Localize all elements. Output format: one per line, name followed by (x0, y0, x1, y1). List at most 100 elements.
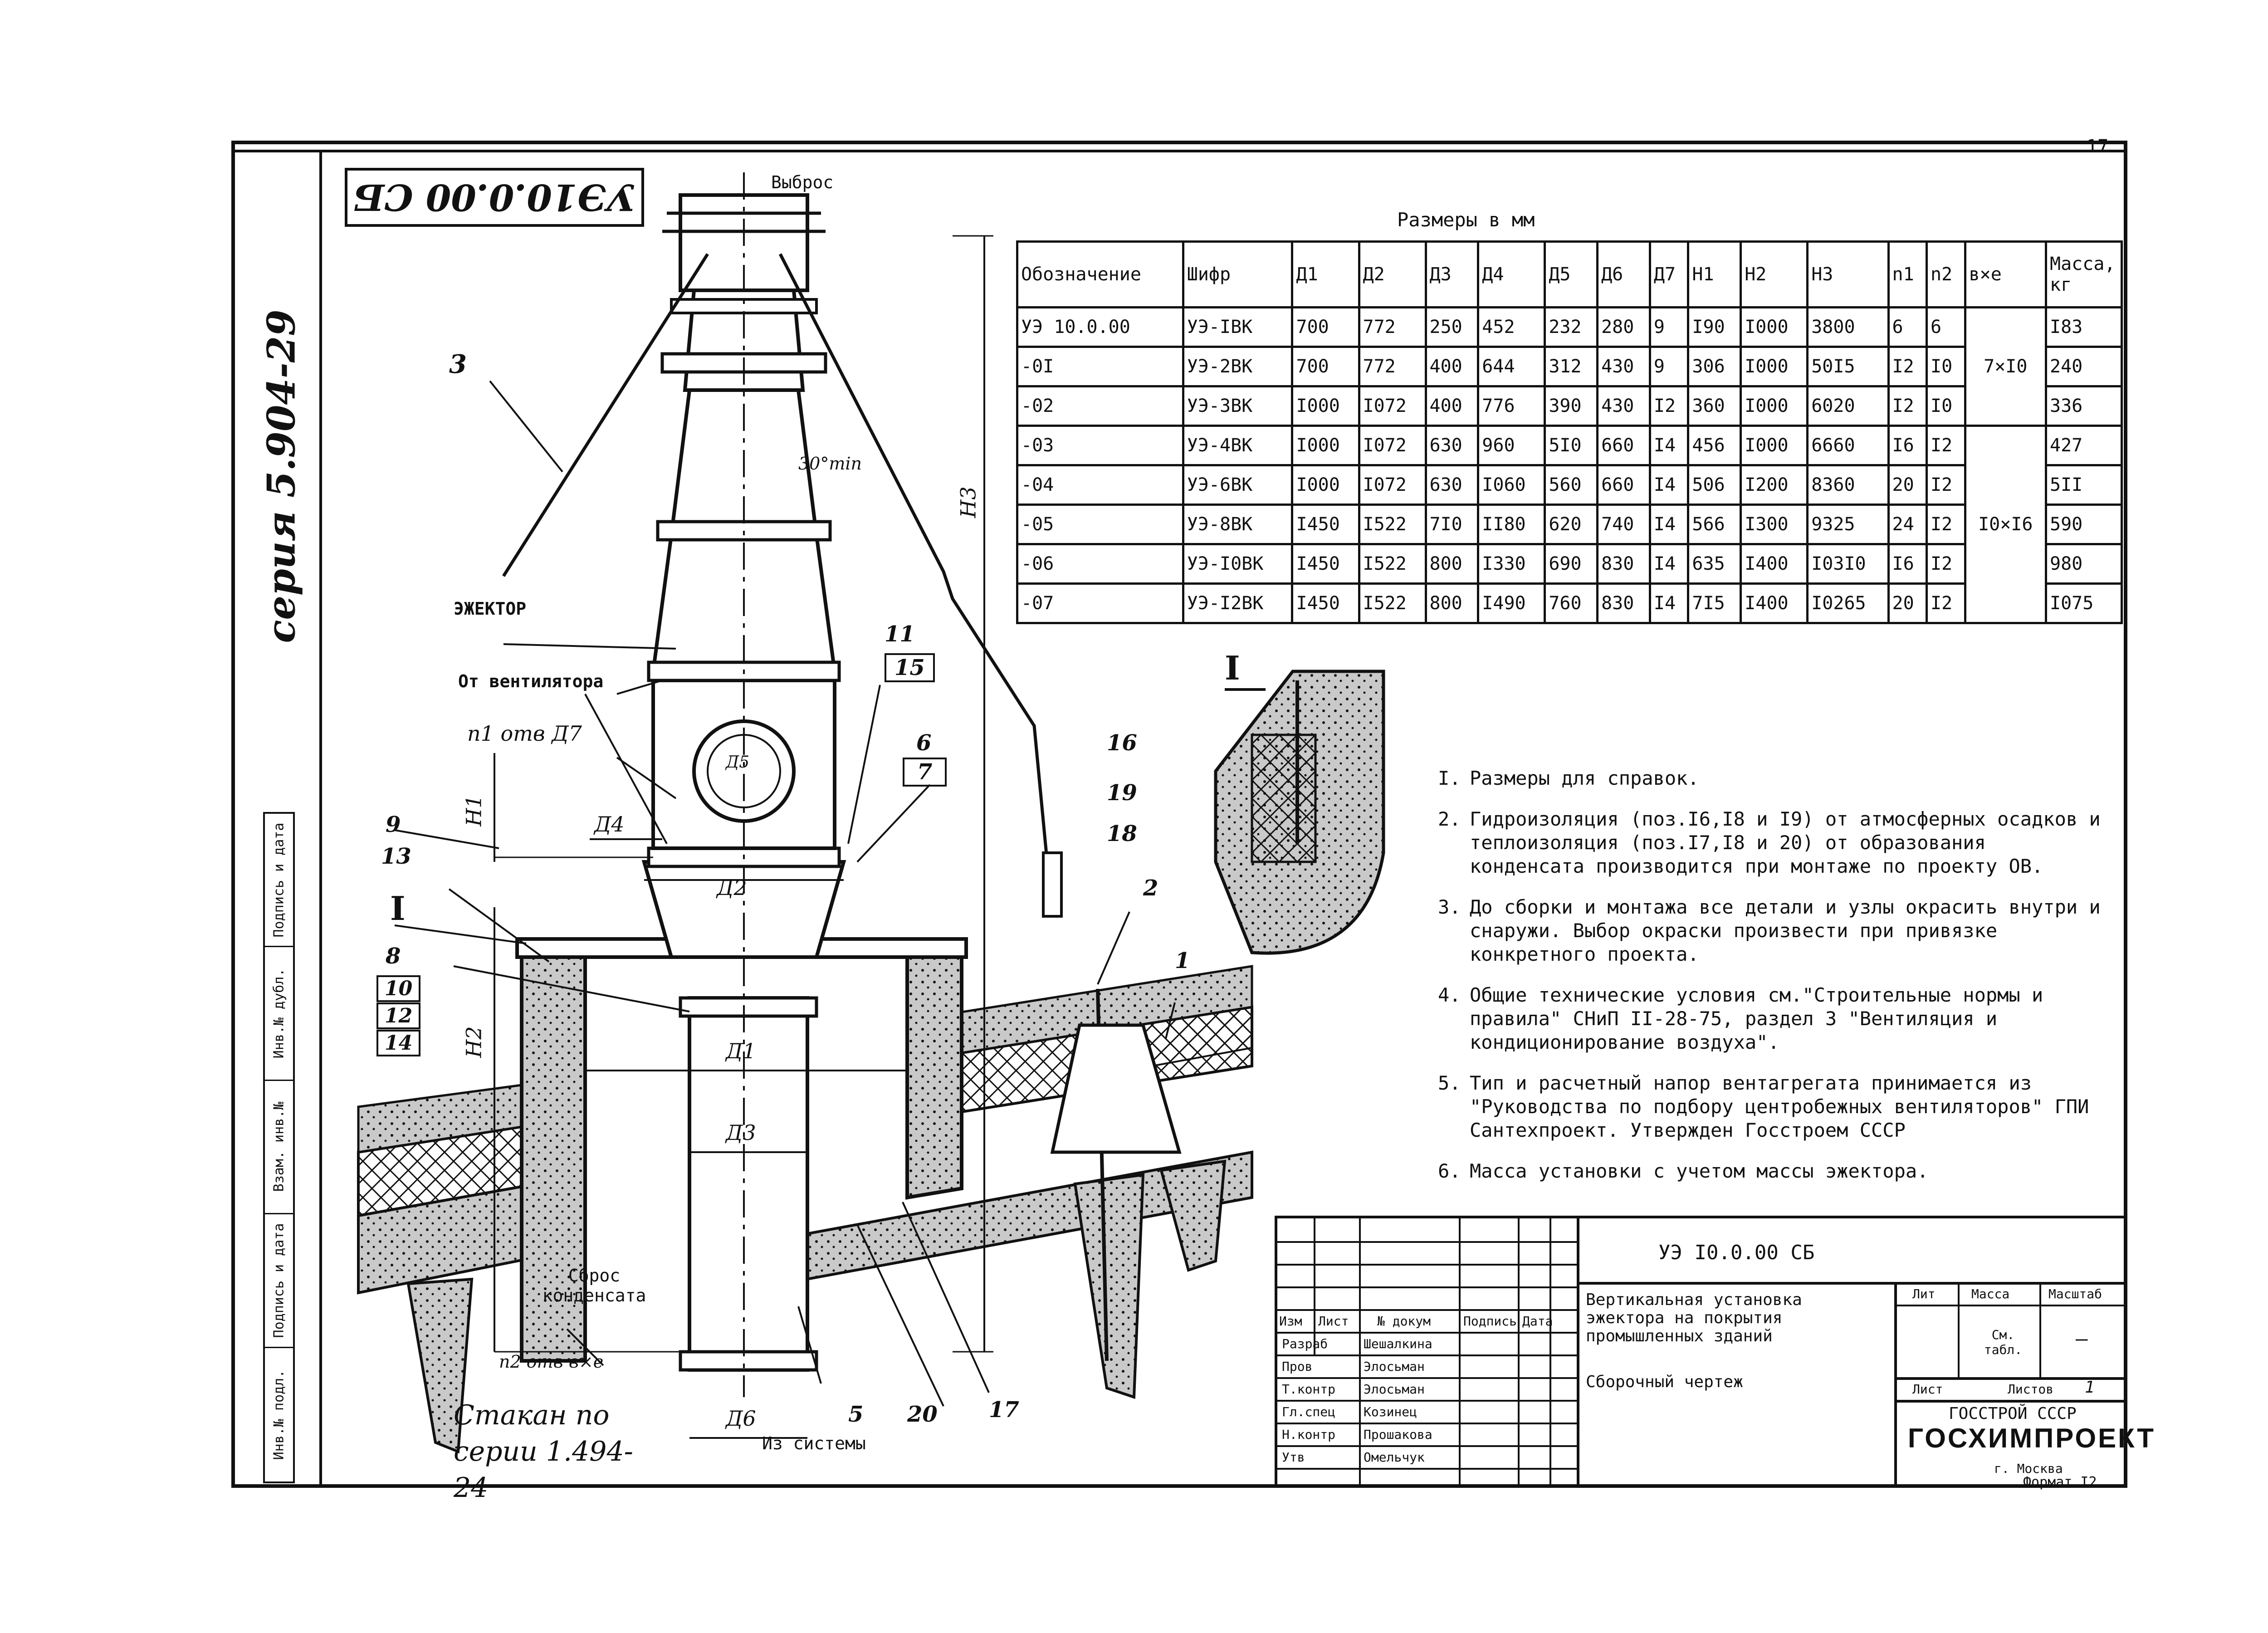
sheets-value: 1 (2085, 1378, 2095, 1397)
col-header: n2 (1926, 240, 1966, 308)
cell: I450 (1291, 504, 1360, 545)
section-i-label: I (390, 889, 406, 928)
cell: 430 (1596, 385, 1651, 427)
cell: 776 (1477, 385, 1546, 427)
note-number: 5. (1438, 1072, 1461, 1094)
table-title: Размеры в мм (1397, 209, 1535, 231)
note-number: I. (1438, 767, 1461, 789)
cell: 7I5 (1687, 582, 1742, 624)
doc-code: УЭ I0.0.00 СБ (1658, 1241, 1815, 1264)
pos-15: 15 (885, 653, 935, 682)
dimensions-table: Обозначение Шифр Д1 Д2 Д3 Д4 Д5 Д6 Д7 Н1… (1016, 240, 2123, 624)
cell: I6 (1887, 425, 1928, 466)
dim-d3-label: Д3 (726, 1120, 756, 1145)
cell: 960 (1477, 425, 1546, 466)
cell: I90 (1687, 306, 1742, 348)
tb-role: Т.контр (1282, 1382, 1336, 1397)
slab-rib (1159, 1159, 1227, 1272)
note-number: 6. (1438, 1160, 1461, 1182)
pos-14: 14 (376, 1030, 421, 1056)
ejector-label: ЭЖЕКТОР (454, 599, 527, 619)
pos-3: 3 (449, 349, 467, 379)
tb-line (1359, 1218, 1361, 1485)
cell: I000 (1291, 425, 1360, 466)
cell: I200 (1740, 464, 1809, 506)
tb-line (1277, 1286, 1577, 1288)
tb-line (1314, 1218, 1315, 1356)
tb-line (1577, 1282, 2125, 1285)
col-header: Д2 (1358, 240, 1427, 308)
from-fan-label: От вентилятора (458, 671, 604, 691)
pos-1: 1 (1175, 948, 1190, 973)
note-number: 3. (1438, 896, 1461, 918)
dim-ext (494, 235, 993, 1353)
tb-line (1277, 1241, 1577, 1243)
cell: I2 (1926, 543, 1966, 585)
scale-label: Масштаб (2048, 1286, 2102, 1301)
cell: I6 (1887, 543, 1928, 585)
note-text: Тип и расчетный напор вентагрегата прини… (1470, 1072, 2089, 1141)
tb-line (1277, 1468, 1577, 1470)
cell: 980 (2045, 543, 2123, 585)
pos-13: 13 (381, 844, 411, 869)
note-item: 5. Тип и расчетный напор вентагрегата при… (1438, 1071, 2109, 1142)
tb-line (1518, 1218, 1520, 1485)
cell: I2 (1926, 425, 1966, 466)
note-text: Общие технические условия см."Строительн… (1470, 984, 2043, 1053)
condensate-label: Сброс конденсата (542, 1266, 646, 1305)
cell: I0 (1926, 346, 1966, 387)
cell: УЭ-IВК (1182, 306, 1294, 348)
holes-bxe-label: n2 отв в×е (499, 1352, 604, 1372)
tb-col-header: Лист (1318, 1314, 1349, 1329)
cell: I072 (1358, 425, 1427, 466)
bottom-flange (679, 1350, 818, 1372)
cell: I2 (1887, 385, 1928, 427)
tb-role: Утв (1282, 1450, 1305, 1465)
cell: 280 (1596, 306, 1651, 348)
cell: 506 (1687, 464, 1742, 506)
cell: 590 (2045, 504, 2123, 545)
turnbuckle (1042, 851, 1063, 918)
lit-label: Лит (1912, 1286, 1936, 1301)
cell: 452 (1477, 306, 1546, 348)
cell: -07 (1016, 582, 1184, 624)
title-block: УЭ I0.0.00 СБ Вертикальная установка эже… (1275, 1216, 2154, 1488)
cell: I2 (1926, 582, 1966, 624)
cell: 5I0 (1544, 425, 1599, 466)
tb-name: Элосьман (1364, 1359, 1425, 1374)
dim-d4-label: Д4 (594, 812, 625, 836)
cell: I4 (1648, 543, 1690, 585)
org-city: г. Москва (1994, 1461, 2063, 1476)
note-number: 2. (1438, 808, 1461, 830)
cell: I000 (1740, 306, 1809, 348)
cell: 772 (1358, 306, 1427, 348)
cell: УЭ-I0ВК (1182, 543, 1294, 585)
col-header: Д4 (1477, 240, 1546, 308)
cell: I4 (1648, 425, 1690, 466)
cell: I072 (1358, 385, 1427, 427)
cell: 6660 (1806, 425, 1890, 466)
pos-16: 16 (1107, 730, 1137, 756)
tb-line (1894, 1282, 1897, 1485)
stamp-cell: Подпись и дата (265, 1214, 293, 1348)
tb-line (1277, 1354, 1577, 1356)
cell: 800 (1424, 582, 1480, 624)
note-item: I.Размеры для справок. (1438, 767, 2109, 790)
note-item: 2.Гидроизоляция (поз.I6,I8 и I9) от атмо… (1438, 807, 2109, 878)
cell: 800 (1424, 543, 1480, 585)
cell: 700 (1291, 346, 1360, 387)
cell: 830 (1596, 582, 1651, 624)
anchor-support (1050, 1023, 1182, 1154)
col-header: Д7 (1648, 240, 1690, 308)
tb-name: Омельчук (1364, 1450, 1425, 1465)
pos-10: 10 (376, 975, 421, 1002)
pos-6: 6 (916, 730, 932, 756)
detail-curb (1251, 733, 1317, 863)
cell: I2 (1926, 504, 1966, 545)
cell: I4 (1648, 504, 1690, 545)
tb-role: Н.контр (1282, 1427, 1336, 1442)
tb-col-header: № докум (1377, 1314, 1431, 1329)
tb-role: Разраб (1282, 1336, 1328, 1351)
